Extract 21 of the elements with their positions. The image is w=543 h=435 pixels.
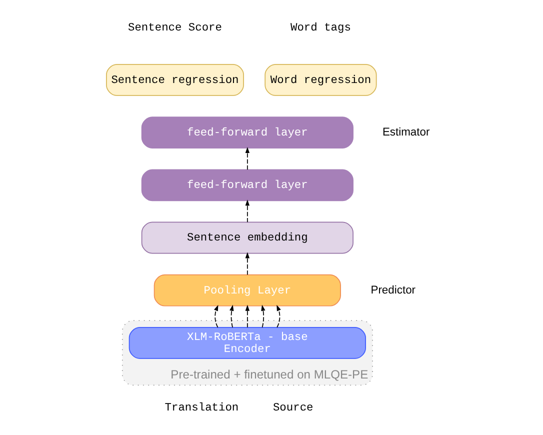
arrow <box>244 252 250 276</box>
arrow <box>229 304 234 328</box>
label: Translation <box>164 402 238 415</box>
label: Estimator <box>382 126 430 138</box>
node-box: Sentence regression <box>106 64 244 96</box>
label: Source <box>272 402 313 415</box>
node-box: feed-forward layer <box>140 169 353 202</box>
node-box: Pooling Layer <box>153 274 340 306</box>
node-box: XLM-RoBERTa - base Encoder <box>128 327 366 359</box>
node-box: Sentence embedding <box>140 222 353 254</box>
label: Sentence Score <box>127 22 222 34</box>
node-box: feed-forward layer <box>140 116 353 149</box>
label: Word tags <box>290 22 350 34</box>
node-box: Word regression <box>264 64 376 96</box>
arrow <box>213 304 218 328</box>
arrow <box>244 146 250 170</box>
arrow <box>276 304 280 328</box>
arrow <box>244 304 250 328</box>
arrow <box>244 200 250 223</box>
label: Predictor <box>370 284 416 296</box>
arrow <box>260 304 265 328</box>
